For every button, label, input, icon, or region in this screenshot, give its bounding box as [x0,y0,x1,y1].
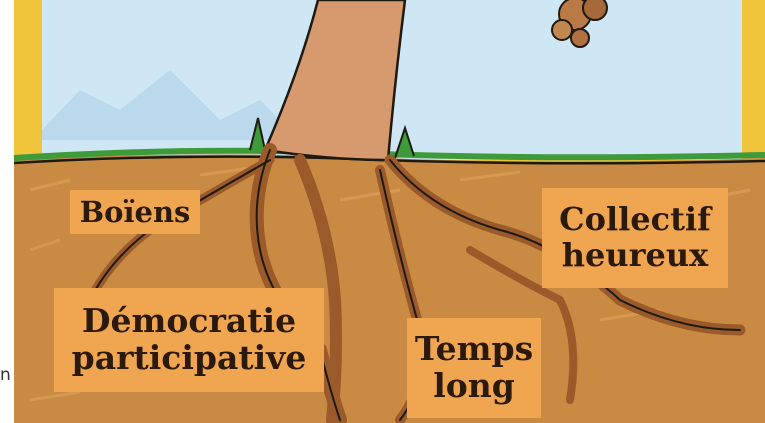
label-democratie-participative: Démocratie participative [54,288,324,392]
left-margin [0,0,14,423]
label-collectif-heureux: Collectif heureux [542,188,728,288]
label-boiens: Boïens [70,190,200,234]
label-temps-long: Temps long [407,318,541,418]
cropped-text: n [0,365,14,391]
